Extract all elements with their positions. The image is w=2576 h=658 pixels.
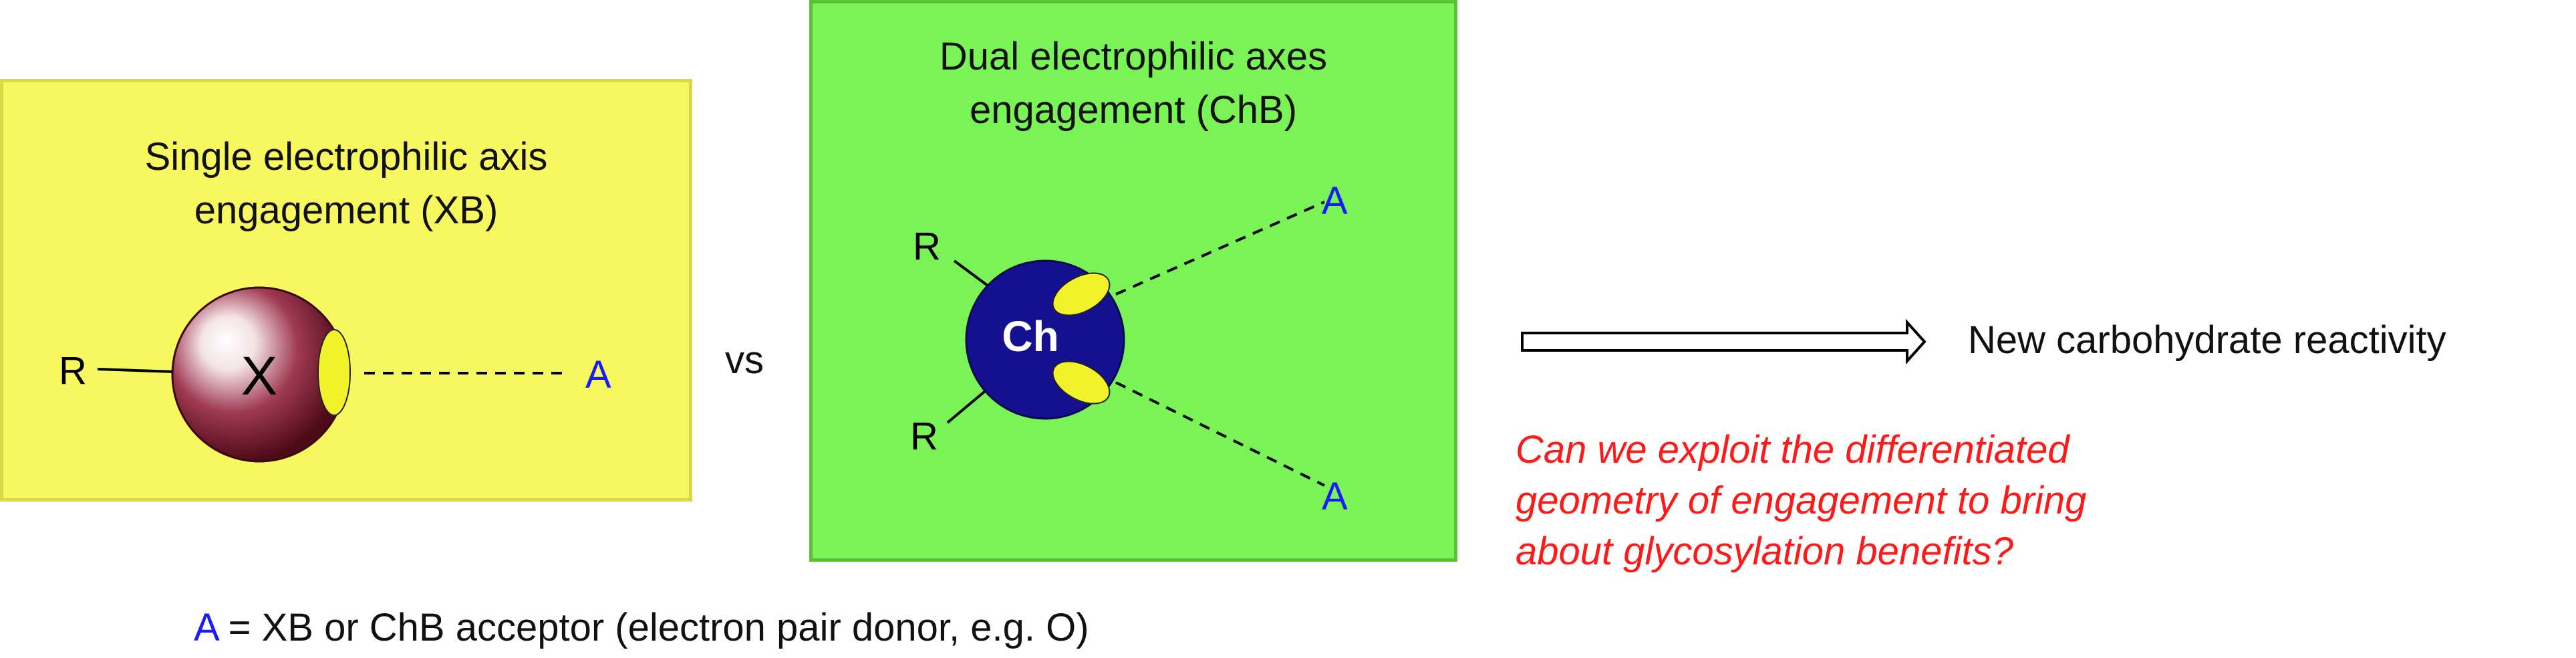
chb-substituent-bottom-label: R [910,415,938,458]
question-line-3: about glycosylation benefits? [1516,530,2013,573]
chb-title-line-1: Dual electrophilic axes [939,35,1328,78]
xb-title-line-1: Single electrophilic axis [144,135,548,179]
chb-chalcogen-bond-bottom [1115,381,1325,487]
legend: A = XB or ChB acceptor (electron pair do… [194,605,1089,650]
xb-title-line-2: engagement (XB) [194,189,498,232]
question-line-2: geometry of engagement to bring [1516,479,2087,522]
xb-panel: Single electrophilic axis engagement (XB… [0,79,692,502]
chb-title-line-2: engagement (ChB) [969,88,1298,132]
chb-panel-title: Dual electrophilic axes engagement (ChB) [813,30,1454,137]
legend-symbol: A [194,606,218,649]
chb-substituent-top-label: R [913,225,941,268]
chb-panel: Dual electrophilic axes engagement (ChB) [809,0,1457,562]
chb-covalent-bond-top [953,259,992,289]
chb-acceptor-bottom-label: A [1322,475,1348,518]
outcome-text: New carbohydrate reactivity [1968,318,2446,362]
question-line-1: Can we exploit the differentiated [1516,428,2069,471]
chb-sigma-hole-bottom [1052,360,1111,405]
chb-acceptor-top-label: A [1322,179,1348,223]
vs-label: vs [725,338,764,382]
ch-atom-label: Ch [1002,312,1058,360]
xb-acceptor-label: A [585,353,611,397]
chb-chalcogen-bond-top [1115,201,1325,296]
xb-substituent-label: R [59,349,87,393]
xb-panel-title: Single electrophilic axis engagement (XB… [3,130,689,237]
chb-sigma-hole-top [1052,272,1111,316]
xb-covalent-bond [97,368,176,373]
x-atom-label: X [241,346,278,407]
legend-text: = XB or ChB acceptor (electron pair dono… [217,606,1089,649]
xb-sigma-hole [317,329,351,416]
outline-arrow-icon [1521,318,1926,365]
research-question: Can we exploit the differentiated geomet… [1516,425,2086,577]
